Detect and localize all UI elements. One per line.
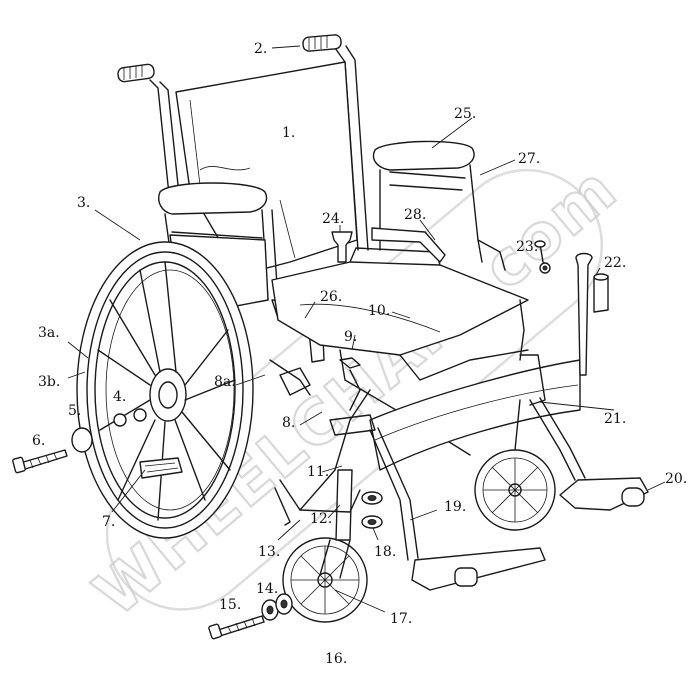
- label-11: 11.: [307, 464, 330, 480]
- front-caster-right: [474, 399, 556, 531]
- label-26: 26.: [320, 289, 343, 305]
- label-7: 7.: [102, 514, 116, 530]
- label-9: 9.: [344, 329, 358, 345]
- label-5: 5.: [68, 403, 82, 419]
- axle-bolt: [12, 449, 68, 474]
- label-14: 14.: [256, 581, 279, 597]
- label-21: 21.: [604, 411, 627, 427]
- label-13: 13.: [258, 544, 281, 560]
- label-28: 28.: [404, 207, 427, 223]
- label-27: 27.: [518, 151, 541, 167]
- label-1: 1.: [282, 125, 296, 141]
- calf-strap: [369, 354, 581, 471]
- label-18: 18.: [374, 544, 397, 560]
- label-3: 3.: [77, 195, 91, 211]
- label-25: 25.: [454, 106, 477, 122]
- label-20: 20.: [665, 471, 688, 487]
- seat: [271, 247, 529, 456]
- clothing-guard: [371, 227, 446, 263]
- back-clip: [331, 231, 353, 263]
- label-3a: 3a.: [38, 325, 60, 341]
- leader-lines: [67, 45, 666, 613]
- rear-wheel: [76, 241, 254, 539]
- label-12: 12.: [310, 511, 333, 527]
- label-2: 2.: [254, 41, 268, 57]
- label-3b: 3b.: [38, 374, 61, 390]
- label-10: 10.: [368, 303, 391, 319]
- label-24: 24.: [322, 211, 345, 227]
- label-16: 16.: [325, 651, 348, 667]
- back-post-tube: [575, 252, 609, 376]
- label-6: 6.: [32, 433, 46, 449]
- push-handle-right: [302, 34, 342, 52]
- footrest-right: [529, 397, 649, 511]
- label-23: 23.: [516, 239, 539, 255]
- push-handle-left: [117, 63, 155, 83]
- label-15: 15.: [219, 597, 242, 613]
- label-8a: 8a.: [214, 374, 236, 390]
- label-17: 17.: [390, 611, 413, 627]
- axle-cap: [71, 427, 93, 453]
- label-4: 4.: [113, 389, 127, 405]
- screw-washer: [534, 240, 551, 274]
- label-22: 22.: [604, 255, 627, 271]
- frame: [269, 357, 376, 526]
- label-19: 19.: [444, 499, 467, 515]
- caster-washers: [261, 593, 293, 621]
- armrest-right: [372, 140, 506, 271]
- front-caster-left: [282, 469, 368, 623]
- caster-bolt: [208, 615, 265, 640]
- footrest-left: [369, 427, 546, 591]
- label-8: 8.: [282, 415, 296, 431]
- bearing-spacers: [361, 491, 383, 529]
